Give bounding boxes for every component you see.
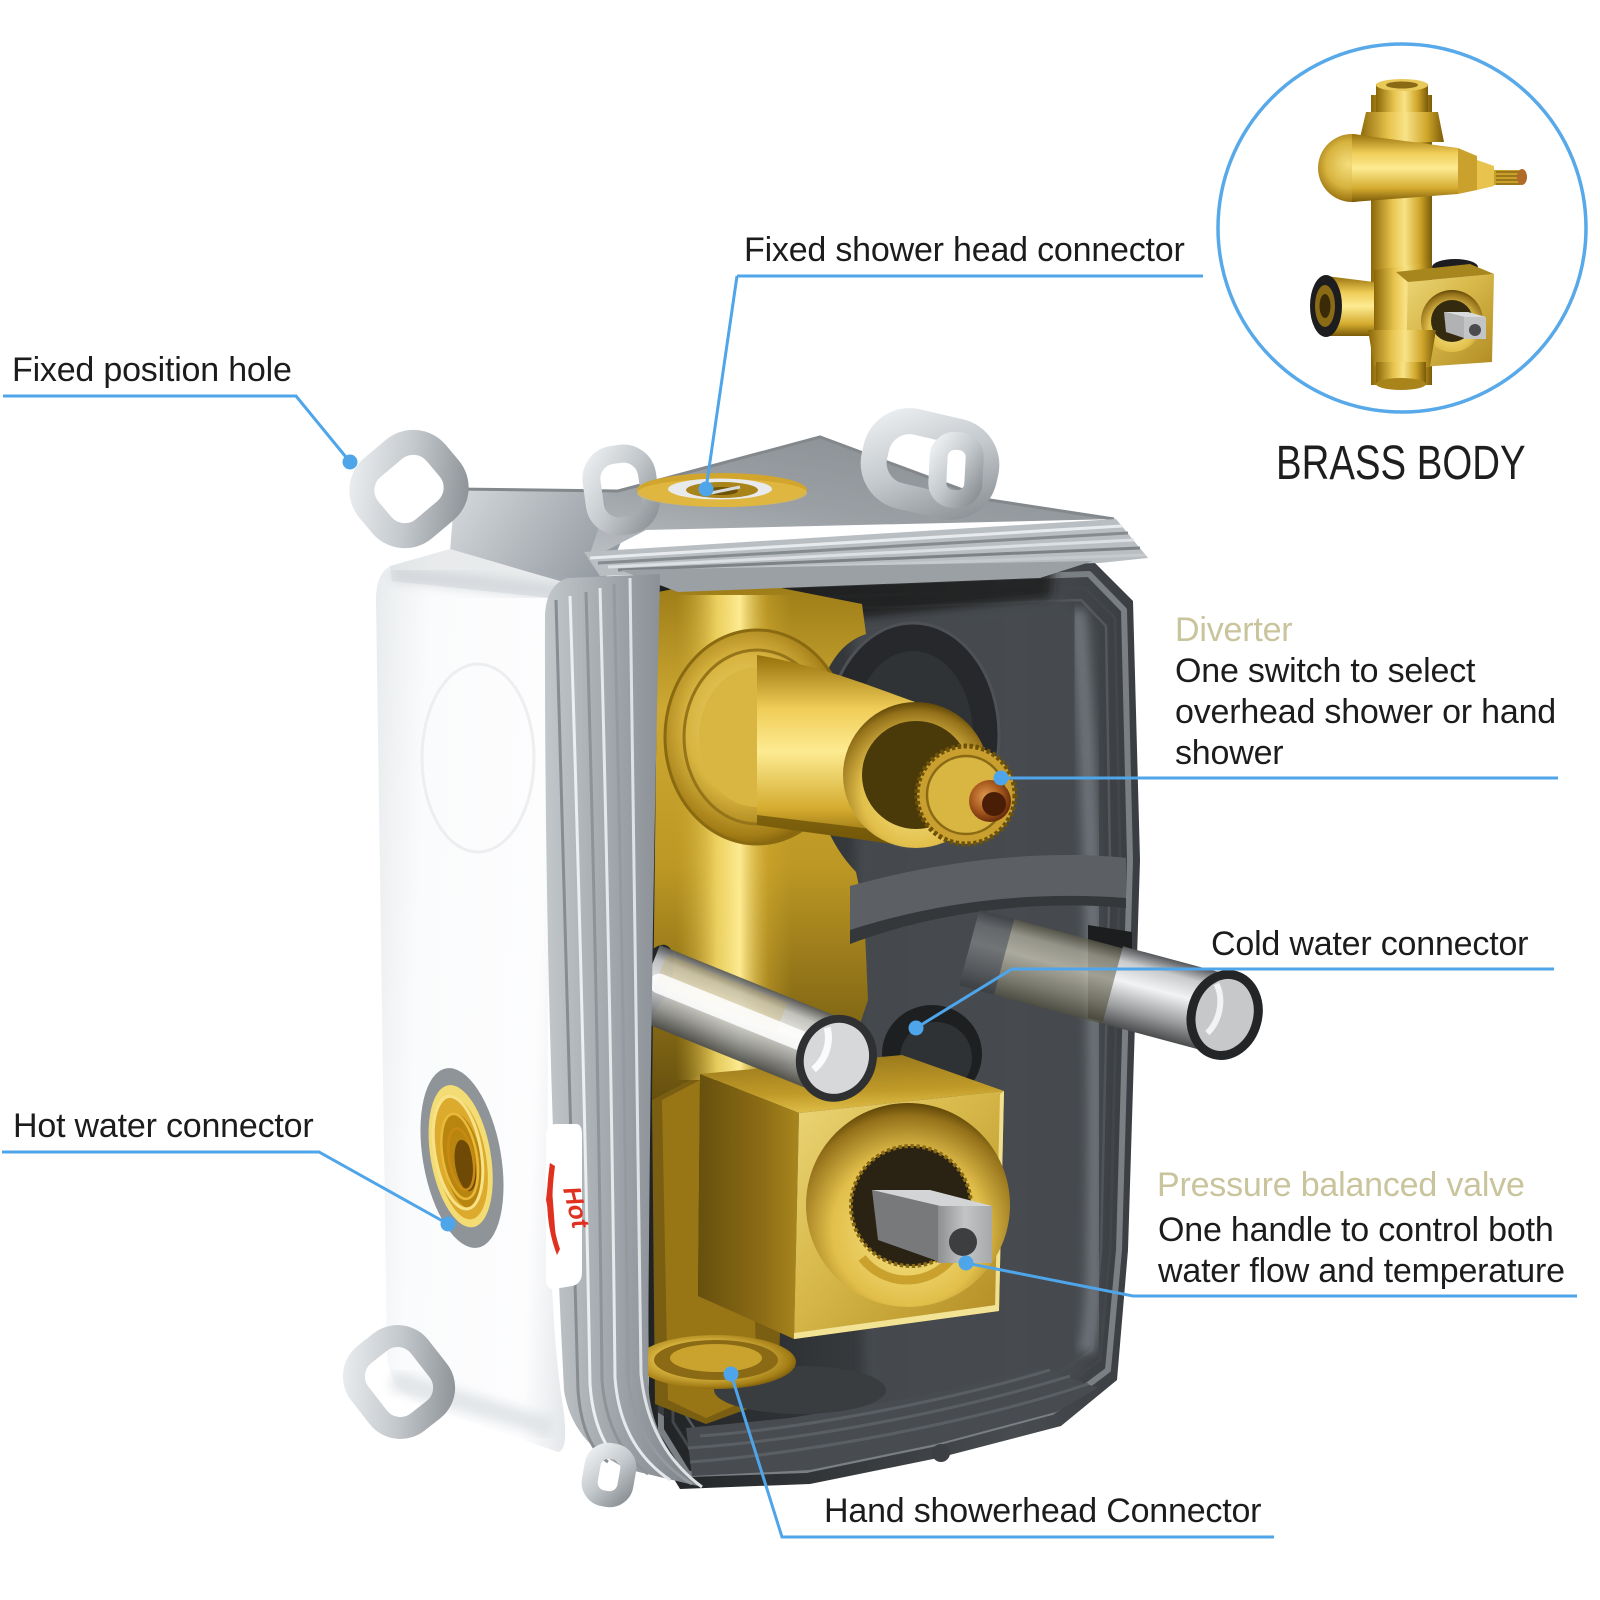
svg-text:water flow and temperature: water flow and temperature (1157, 1252, 1565, 1290)
svg-text:Hand showerhead Connector: Hand showerhead Connector (824, 1492, 1261, 1530)
svg-text:Fixed shower head connector: Fixed shower head connector (744, 231, 1185, 269)
svg-text:One switch to select: One switch to select (1175, 652, 1476, 690)
svg-text:One handle to control both: One handle to control both (1158, 1211, 1554, 1249)
svg-text:Cold water connector: Cold water connector (1211, 925, 1528, 963)
svg-text:shower: shower (1175, 734, 1283, 772)
svg-text:Pressure balanced valve: Pressure balanced valve (1157, 1166, 1525, 1204)
svg-text:BRASS BODY: BRASS BODY (1276, 437, 1526, 490)
svg-text:Hot water connector: Hot water connector (13, 1107, 313, 1145)
svg-text:Fixed position hole: Fixed position hole (12, 351, 292, 389)
svg-text:Diverter: Diverter (1175, 611, 1292, 649)
svg-text:overhead shower or hand: overhead shower or hand (1175, 693, 1556, 731)
